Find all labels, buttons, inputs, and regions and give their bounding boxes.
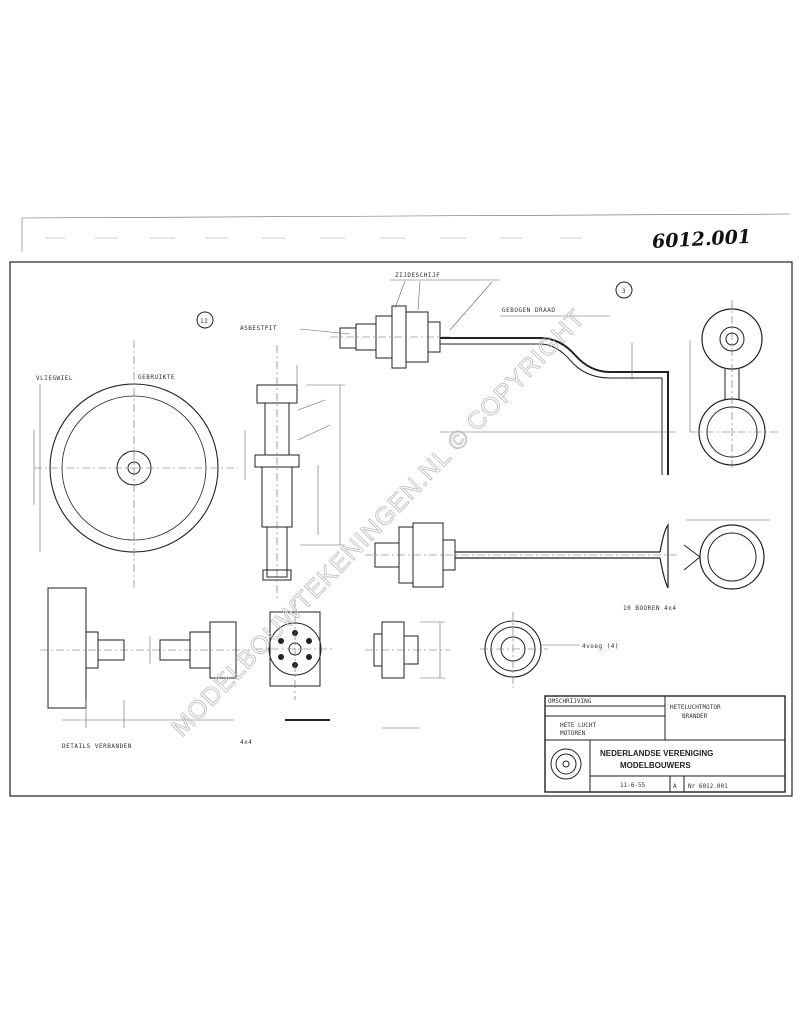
drawing-number-top: 6012.001 [651,226,751,253]
tb-desc-2: MOTOREN [560,730,586,737]
label-gebruikte: GEBRUIKTE [138,374,175,381]
tb-number: Nr 6012.001 [688,783,728,790]
burner-top-view [299,279,691,475]
flywheel-front-view [33,340,238,588]
label-zijdeschijf: ZIJDESCHIJF [395,272,440,279]
wire-ring-view [690,300,780,470]
hub-front-view [255,600,335,721]
view-number-right: 3 [622,288,626,295]
label-vliegwiel: VLIEGWIEL [36,375,73,382]
label-details-verbanden: DETAILS VERBANDEN [62,743,132,750]
hub-side-view [365,621,450,729]
tb-date: 11-6-55 [620,782,646,789]
label-gebogen-draad: GEBOGEN DRAAD [502,307,555,314]
view-marker-right [615,281,633,299]
view-number-left: 12 [200,318,208,325]
tb-org-2: MODELBOUWERS [620,761,691,770]
tb-right-top-2: BRANDER [682,713,708,720]
label-asbestpit: ASBESTPIT [240,325,277,332]
copyright-watermark: MODELBOUWTEKENINGEN.NL © COPYRIGHT [166,304,591,742]
top-strip: 6012.001 [21,213,791,253]
tb-desc-1: HETE LUCHT [560,722,597,729]
label-gat: 4x4 [240,739,252,746]
tb-right-top-1: HETELUCHTMOTOR [670,704,721,711]
tb-sheet: A [673,783,677,790]
burner-side-view [365,519,770,590]
tb-org-1: NEDERLANDSE VERENIGING [600,749,713,758]
label-aantal: 10 BOOREN 4x4 [623,605,676,612]
shaft-details [40,587,250,728]
tb-row1: OMSCHRIJVING [548,698,592,705]
view-marker-left [196,311,214,329]
label-schuif: 4voeg (4) [582,643,619,650]
small-wheel-view [480,612,580,688]
drawing-border [9,261,793,797]
flywheel-side-section [244,345,345,598]
title-block [544,695,786,793]
